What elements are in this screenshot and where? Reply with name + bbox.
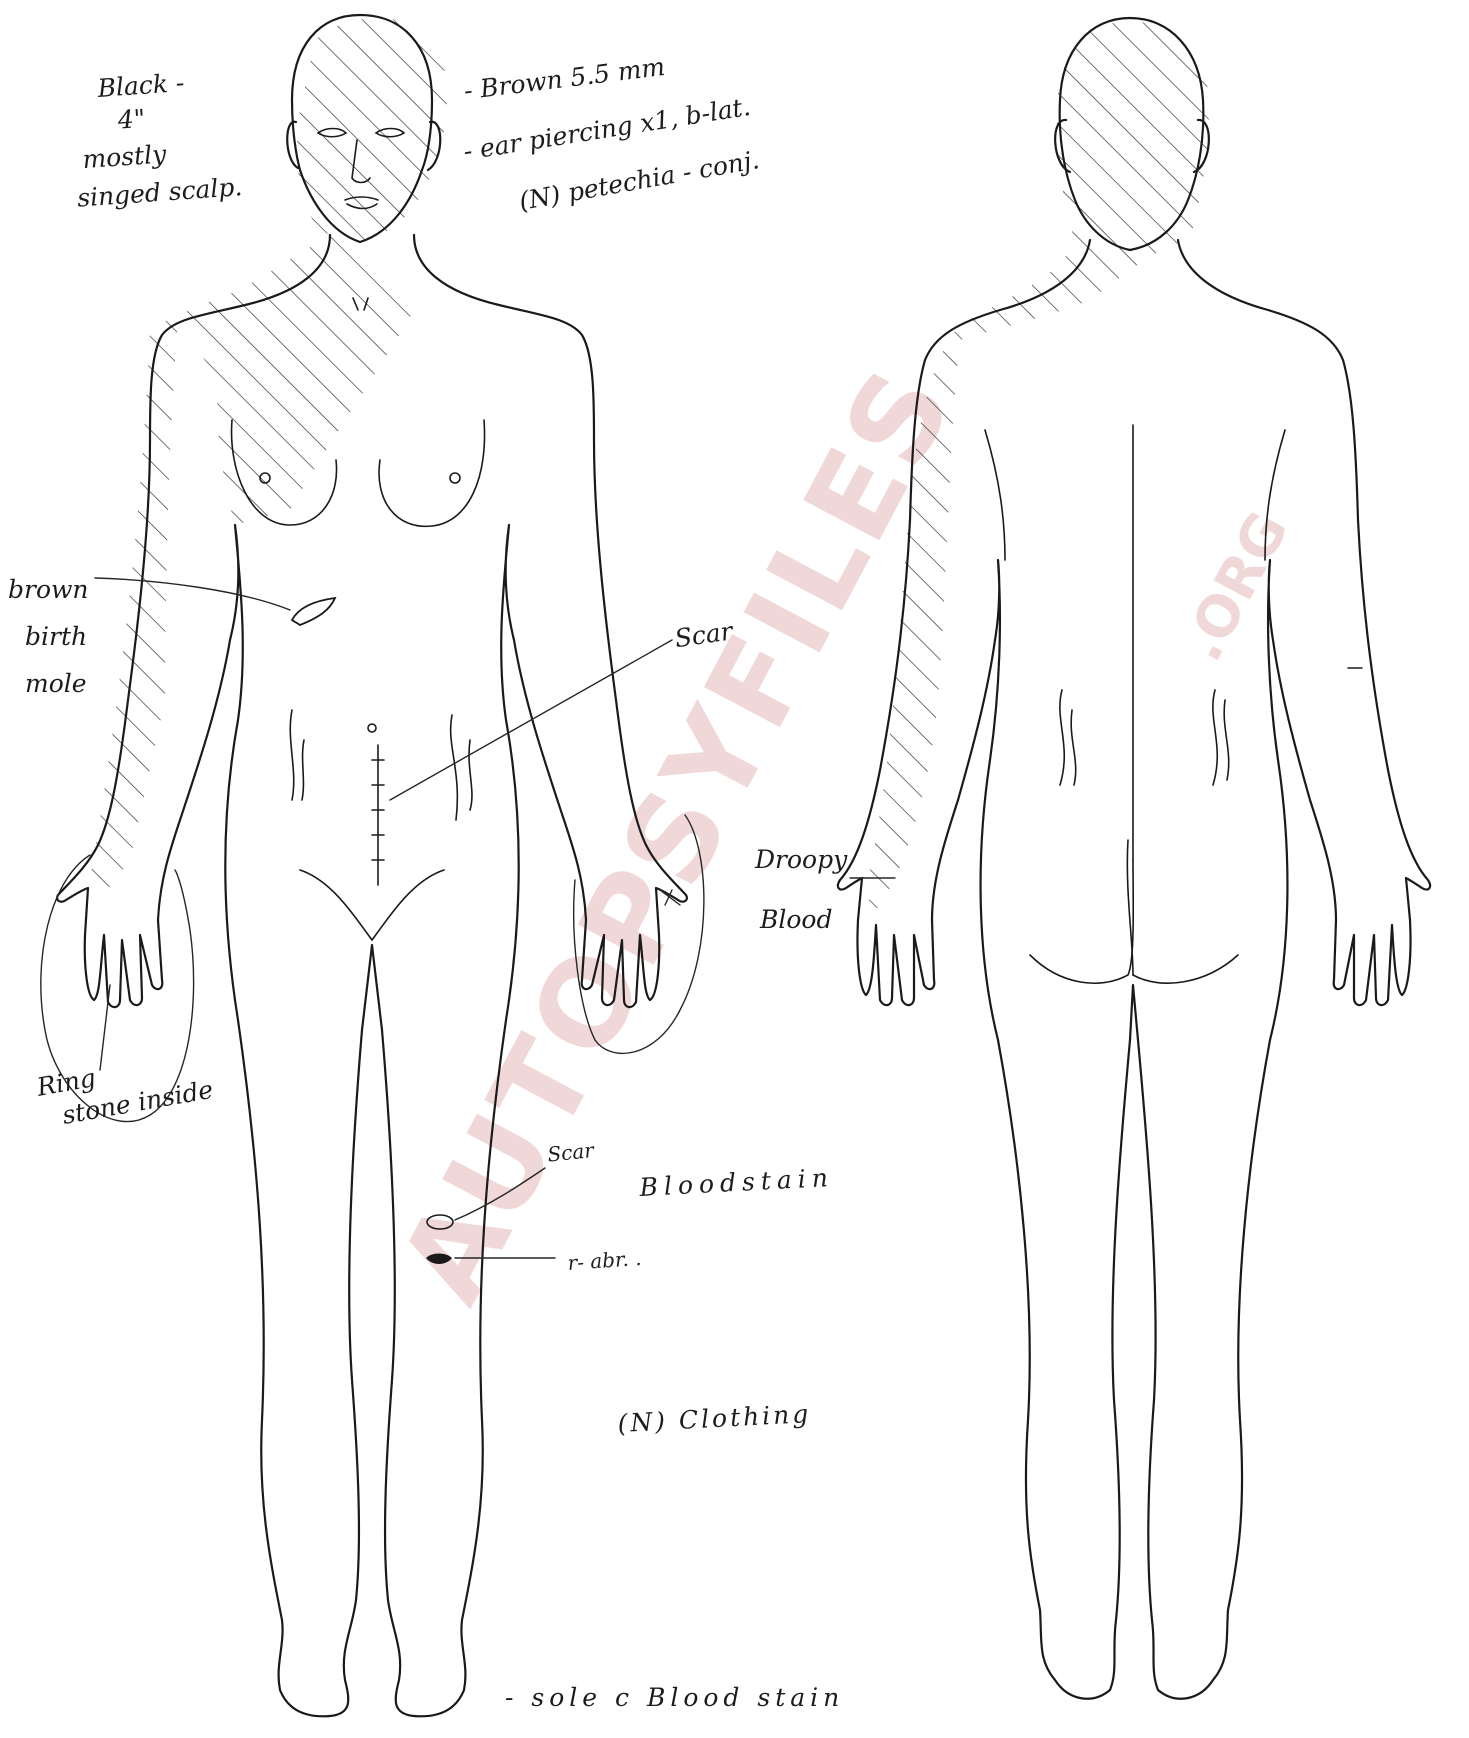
sole-label: - sole c Blood stain xyxy=(505,1683,844,1712)
birthmark-line-2: birth xyxy=(25,622,87,651)
annotation-ring: Ring stone inside xyxy=(34,1043,215,1133)
annotation-sole: - sole c Blood stain xyxy=(505,1683,844,1712)
front-navel xyxy=(368,724,376,732)
clothing-label: (N) Clothing xyxy=(617,1399,812,1438)
eyes-note: - Brown 5.5 mm xyxy=(462,52,666,105)
annotation-leg-scar: Scar xyxy=(546,1138,596,1167)
birthmark-line-3: mole xyxy=(25,669,87,698)
leg-bloodstain-label: Bloodstain xyxy=(638,1163,835,1202)
front-abdomen-contour-left xyxy=(290,710,293,800)
front-groin xyxy=(300,870,444,940)
back-contour-right-2 xyxy=(1224,700,1229,780)
watermark-suffix: .ORG xyxy=(1170,502,1302,672)
blood-back-label: Blood xyxy=(759,905,832,934)
front-abdomen-contour-right-2 xyxy=(469,740,472,810)
ring-leader xyxy=(100,985,110,1070)
front-abdominal-scar xyxy=(372,745,384,885)
back-shading xyxy=(868,21,1209,920)
back-contour-left-2 xyxy=(1071,710,1076,785)
droopy-label: Droopy xyxy=(754,845,848,874)
front-abdomen-contour-left-2 xyxy=(302,740,304,800)
front-nipple-right xyxy=(450,473,460,483)
hair-line-2: 4" xyxy=(116,104,146,135)
front-abdomen-contour-right xyxy=(451,715,458,820)
petechiae-note: (N) petechia - conj. xyxy=(517,145,762,216)
annotation-clothing: (N) Clothing xyxy=(617,1399,812,1438)
watermark: AUTOPSYFILES .ORG xyxy=(373,345,1302,1323)
annotation-eyes: - Brown 5.5 mm xyxy=(462,52,666,105)
annotation-abrasion: r- abr. . xyxy=(567,1246,642,1275)
annotation-hair: Black - 4" mostly singed scalp. xyxy=(69,64,244,212)
annotation-petechiae: (N) petechia - conj. xyxy=(517,145,762,216)
front-breast-right xyxy=(379,420,485,526)
leg-scar-label: Scar xyxy=(546,1138,596,1167)
hair-line-3: mostly xyxy=(82,139,168,174)
annotation-leg-bloodstain: Bloodstain xyxy=(638,1163,835,1202)
back-buttocks xyxy=(1030,860,1238,983)
front-birthmark xyxy=(292,598,335,625)
back-buttock-crease xyxy=(1127,840,1133,975)
back-contour-right xyxy=(1213,690,1217,785)
back-scapula-left xyxy=(985,430,1005,560)
back-contour-left xyxy=(1060,690,1064,785)
abrasion-label: r- abr. . xyxy=(567,1246,642,1275)
birthmark-line-1: brown xyxy=(8,575,89,604)
hair-line-4: singed scalp. xyxy=(76,172,243,212)
handwritten-annotations: Black - 4" mostly singed scalp. - Brown … xyxy=(8,52,895,1712)
birthmark-leader xyxy=(95,578,290,610)
back-view-figure xyxy=(838,18,1430,1699)
hair-line-1: Black - xyxy=(96,68,186,103)
